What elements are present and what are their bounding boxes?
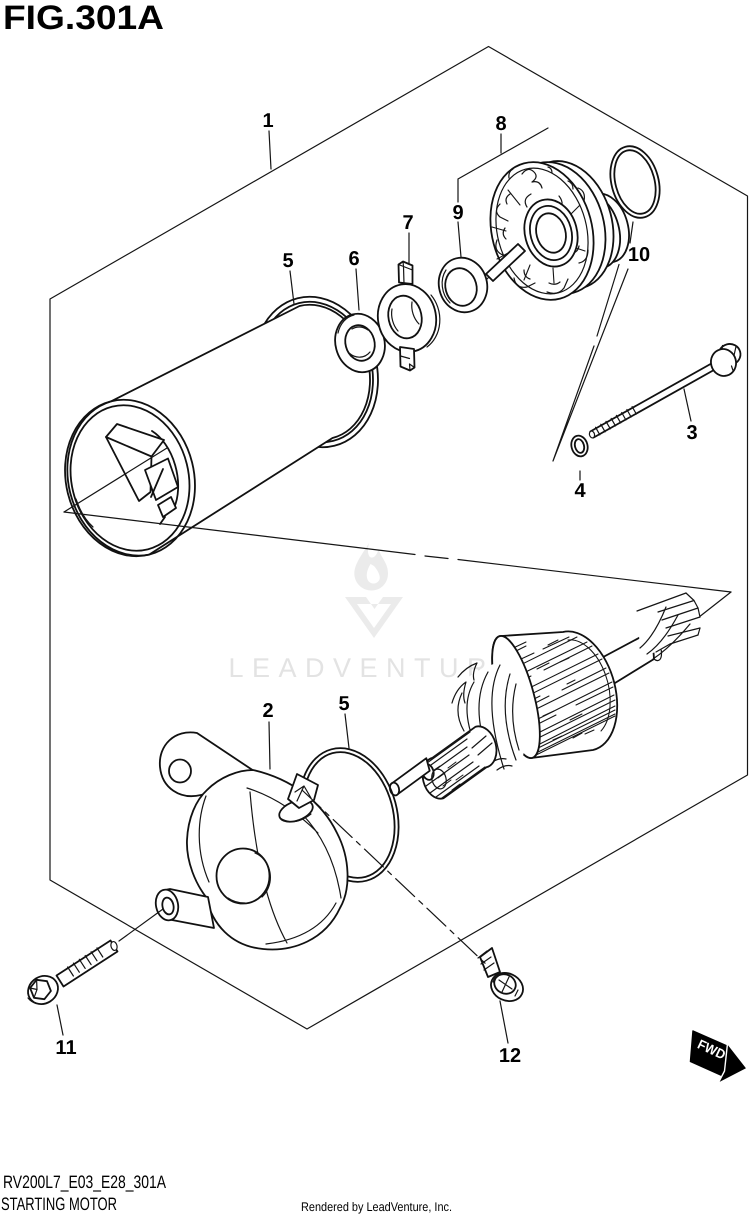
svg-text:2: 2	[262, 700, 273, 722]
svg-text:7: 7	[402, 212, 413, 234]
svg-text:5: 5	[338, 693, 349, 715]
svg-text:3: 3	[686, 422, 697, 444]
svg-text:RV200L7_E03_E28_301A: RV200L7_E03_E28_301A	[3, 1172, 166, 1192]
svg-text:Rendered by LeadVenture, Inc.: Rendered by LeadVenture, Inc.	[301, 1200, 452, 1214]
svg-text:6: 6	[348, 248, 359, 270]
svg-text:4: 4	[574, 480, 586, 502]
svg-text:12: 12	[499, 1045, 521, 1067]
svg-text:8: 8	[495, 113, 506, 135]
svg-text:11: 11	[55, 1037, 76, 1059]
svg-text:5: 5	[282, 250, 293, 272]
svg-text:STARTING MOTOR: STARTING MOTOR	[1, 1194, 117, 1214]
svg-text:9: 9	[452, 202, 463, 224]
svg-text:LEADVENTURE: LEADVENTURE	[228, 653, 521, 683]
svg-text:1: 1	[262, 110, 273, 132]
svg-text:10: 10	[628, 244, 650, 266]
svg-text:FIG.301A: FIG.301A	[3, 0, 164, 37]
